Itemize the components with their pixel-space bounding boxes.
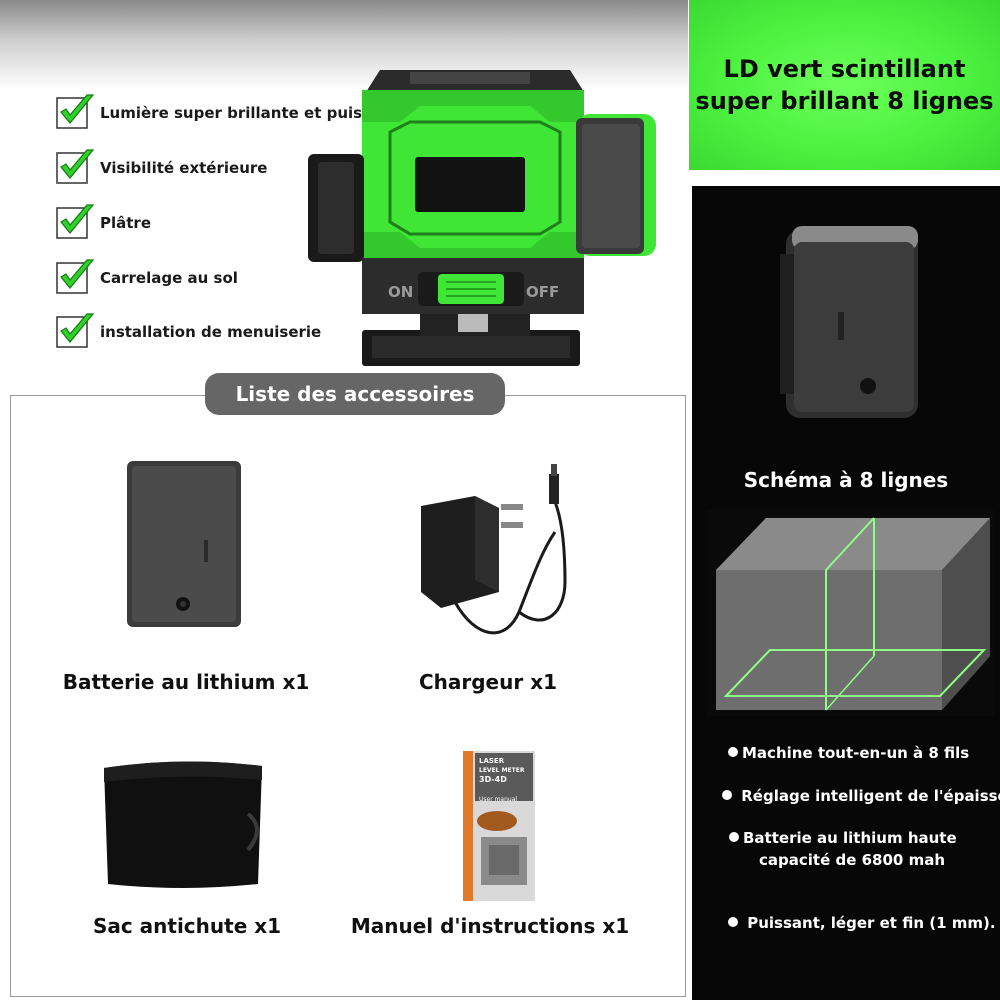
manual-cover-line4: User manual (479, 796, 517, 803)
feature-label: installation de menuiserie (100, 323, 322, 341)
feature-item: Carrelage au sol (56, 259, 238, 297)
charger-image (421, 464, 567, 635)
feature-label: Lumière super brillante et puissante (100, 104, 410, 122)
top-gradient-banner (0, 0, 688, 90)
feature-item: Visibilité extérieure (56, 149, 267, 187)
checkmark-icon (56, 313, 95, 349)
spec-item: Machine tout-en-un à 8 fils (728, 744, 969, 762)
eight-line-scheme-diagram (706, 510, 994, 716)
banner-line-1: LD vert scintillant (723, 55, 966, 83)
feature-item: Lumière super brillante et puissante (56, 94, 409, 132)
accessory-label-manual: Manuel d'instructions x1 (350, 914, 630, 938)
battery-image (127, 461, 241, 627)
manual-cover-line3: 3D-4D (479, 775, 507, 784)
laser-level-device-image: ON OFF (308, 70, 656, 366)
feature-item: Plâtre (56, 204, 151, 242)
switch-on-label: ON (388, 283, 413, 301)
feature-label: Visibilité extérieure (100, 159, 268, 177)
user-manual-image: LASER LEVEL METER 3D-4D User manual (463, 751, 535, 901)
spec-item: Batterie au lithium haute (729, 829, 957, 847)
green-headline-banner: LD vert scintillant super brillant 8 lig… (689, 0, 1000, 170)
checkmark-icon (56, 94, 95, 130)
checkmark-icon (56, 259, 95, 295)
checkmark-icon (56, 204, 95, 240)
battery-closeup-image (780, 226, 918, 418)
accessory-label-battery: Batterie au lithium x1 (62, 670, 310, 694)
bullet-icon (728, 747, 738, 757)
manual-cover-line1: LASER (479, 757, 505, 765)
accessories-panel (10, 395, 686, 997)
checkmark-icon (56, 149, 95, 185)
banner-line-2: super brillant 8 lignes (695, 87, 994, 115)
pouch-image (104, 761, 262, 888)
feature-label: Plâtre (100, 214, 151, 232)
manual-cover-line2: LEVEL METER (479, 767, 525, 774)
accessory-label-pouch: Sac antichute x1 (92, 914, 282, 938)
bullet-icon (728, 917, 738, 927)
spec-item-continuation: capacité de 6800 mah (759, 851, 946, 869)
bullet-icon (722, 790, 732, 800)
accessory-label-charger: Chargeur x1 (418, 670, 558, 694)
spec-item: Puissant, léger et fin (1 mm). (728, 914, 996, 932)
spec-item: Réglage intelligent de l'épaisseur (722, 787, 1000, 805)
accessories-title: Liste des accessoires (205, 373, 505, 415)
feature-item: installation de menuiserie (56, 313, 321, 351)
bullet-icon (729, 832, 739, 842)
feature-label: Carrelage au sol (100, 269, 238, 287)
scheme-title: Schéma à 8 lignes (743, 468, 949, 492)
switch-off-label: OFF (526, 283, 559, 301)
